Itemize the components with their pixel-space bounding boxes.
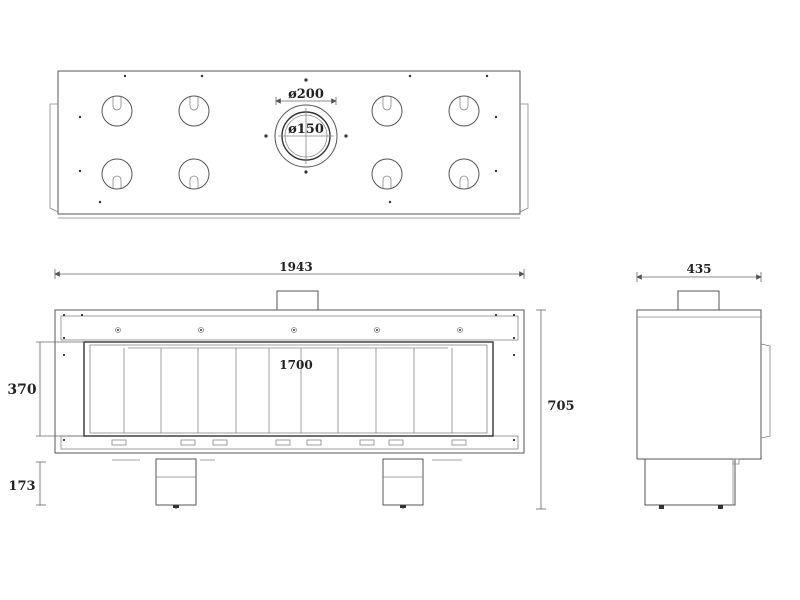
glass-panel-dividers — [123, 348, 453, 433]
burner-hole — [371, 158, 403, 190]
opening-height-label: 370 — [7, 382, 36, 398]
burner-hole — [178, 158, 210, 190]
burner-hole — [448, 95, 480, 127]
side-view-base — [644, 458, 736, 506]
burner-hole — [101, 95, 133, 127]
top-view-body — [57, 70, 521, 215]
burner-hole — [448, 158, 480, 190]
top-view-right-flange — [519, 103, 529, 213]
top-view: ø200 ø150 — [49, 70, 529, 219]
leg-height-label: 173 — [8, 479, 35, 494]
front-top-screws — [115, 327, 463, 333]
outlet-inner-diameter-label: ø150 — [288, 122, 324, 137]
front-left-leg — [155, 458, 197, 509]
depth-label: 435 — [686, 262, 711, 276]
flue-outer-circle — [274, 104, 338, 168]
burner-hole — [371, 95, 403, 127]
burner-hole — [178, 95, 210, 127]
glass-opening — [83, 341, 494, 437]
top-view-burner-holes — [101, 95, 480, 190]
opening-width-label: 1700 — [279, 358, 312, 372]
top-view-left-flange — [49, 103, 59, 213]
side-view-body — [636, 309, 762, 460]
overall-width-label: 1943 — [279, 260, 312, 274]
side-view: 435 — [636, 262, 771, 509]
burner-hole — [101, 158, 133, 190]
side-flue-collar — [677, 290, 720, 311]
total-height-label: 705 — [547, 399, 574, 414]
front-right-leg — [382, 458, 424, 509]
top-view-fixing-dots — [78, 74, 498, 204]
side-view-front-panel — [760, 343, 771, 439]
bottom-vent-slots — [111, 439, 467, 446]
front-flue-collar — [276, 290, 319, 311]
flue-outlet — [264, 78, 348, 174]
front-corner-dots — [62, 313, 516, 442]
outlet-outer-diameter-label: ø200 — [288, 87, 324, 102]
front-view-body — [54, 309, 525, 454]
front-view: 1943 1700 — [7, 260, 575, 510]
